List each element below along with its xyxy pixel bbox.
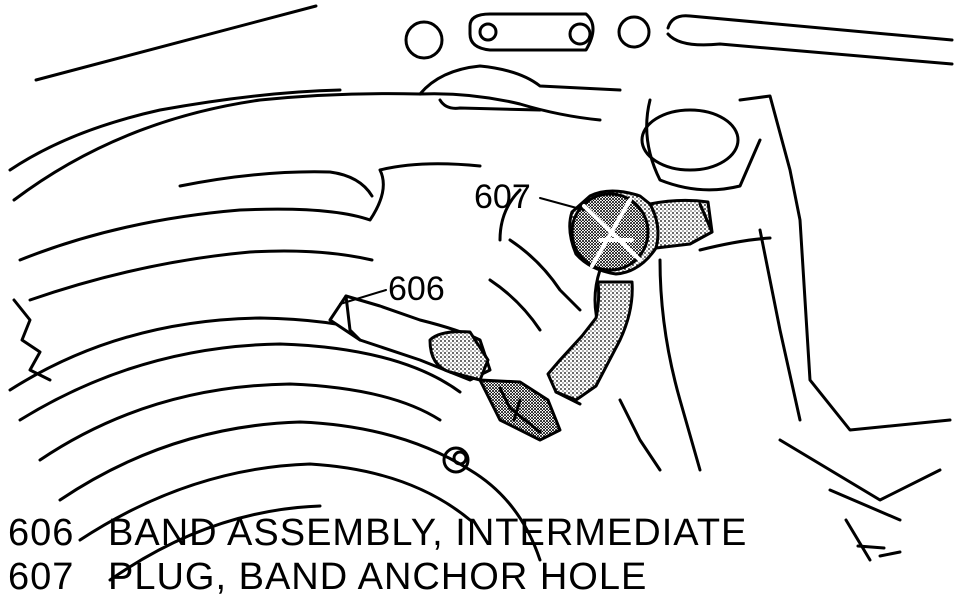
housing-rim bbox=[666, 14, 954, 66]
legend-number: 607 bbox=[8, 556, 75, 598]
legend-description: BAND ASSEMBLY, INTERMEDIATE bbox=[108, 512, 748, 554]
elbow-tube bbox=[546, 280, 634, 402]
legend-item: 606 BAND ASSEMBLY, INTERMEDIATE bbox=[8, 512, 747, 555]
leader-606 bbox=[339, 289, 387, 305]
leader-607 bbox=[539, 197, 585, 211]
legend-description: PLUG, BAND ANCHOR HOLE bbox=[108, 556, 648, 598]
callout-607: 607 bbox=[474, 178, 531, 216]
drum-hole bbox=[442, 446, 470, 474]
drum-arc-inner bbox=[18, 342, 462, 422]
boss-left bbox=[404, 20, 444, 60]
boss-right bbox=[617, 15, 651, 49]
callout-606: 606 bbox=[388, 270, 445, 308]
band-anchor-stud bbox=[428, 330, 490, 382]
slot-top bbox=[468, 12, 595, 52]
case-contour-2 bbox=[18, 162, 482, 262]
legend-item: 607 PLUG, BAND ANCHOR HOLE bbox=[8, 556, 647, 599]
legend-number: 606 bbox=[8, 512, 75, 554]
left-rim bbox=[12, 298, 52, 382]
case-contour-1 bbox=[12, 92, 602, 202]
housing-edge-line bbox=[34, 4, 318, 82]
